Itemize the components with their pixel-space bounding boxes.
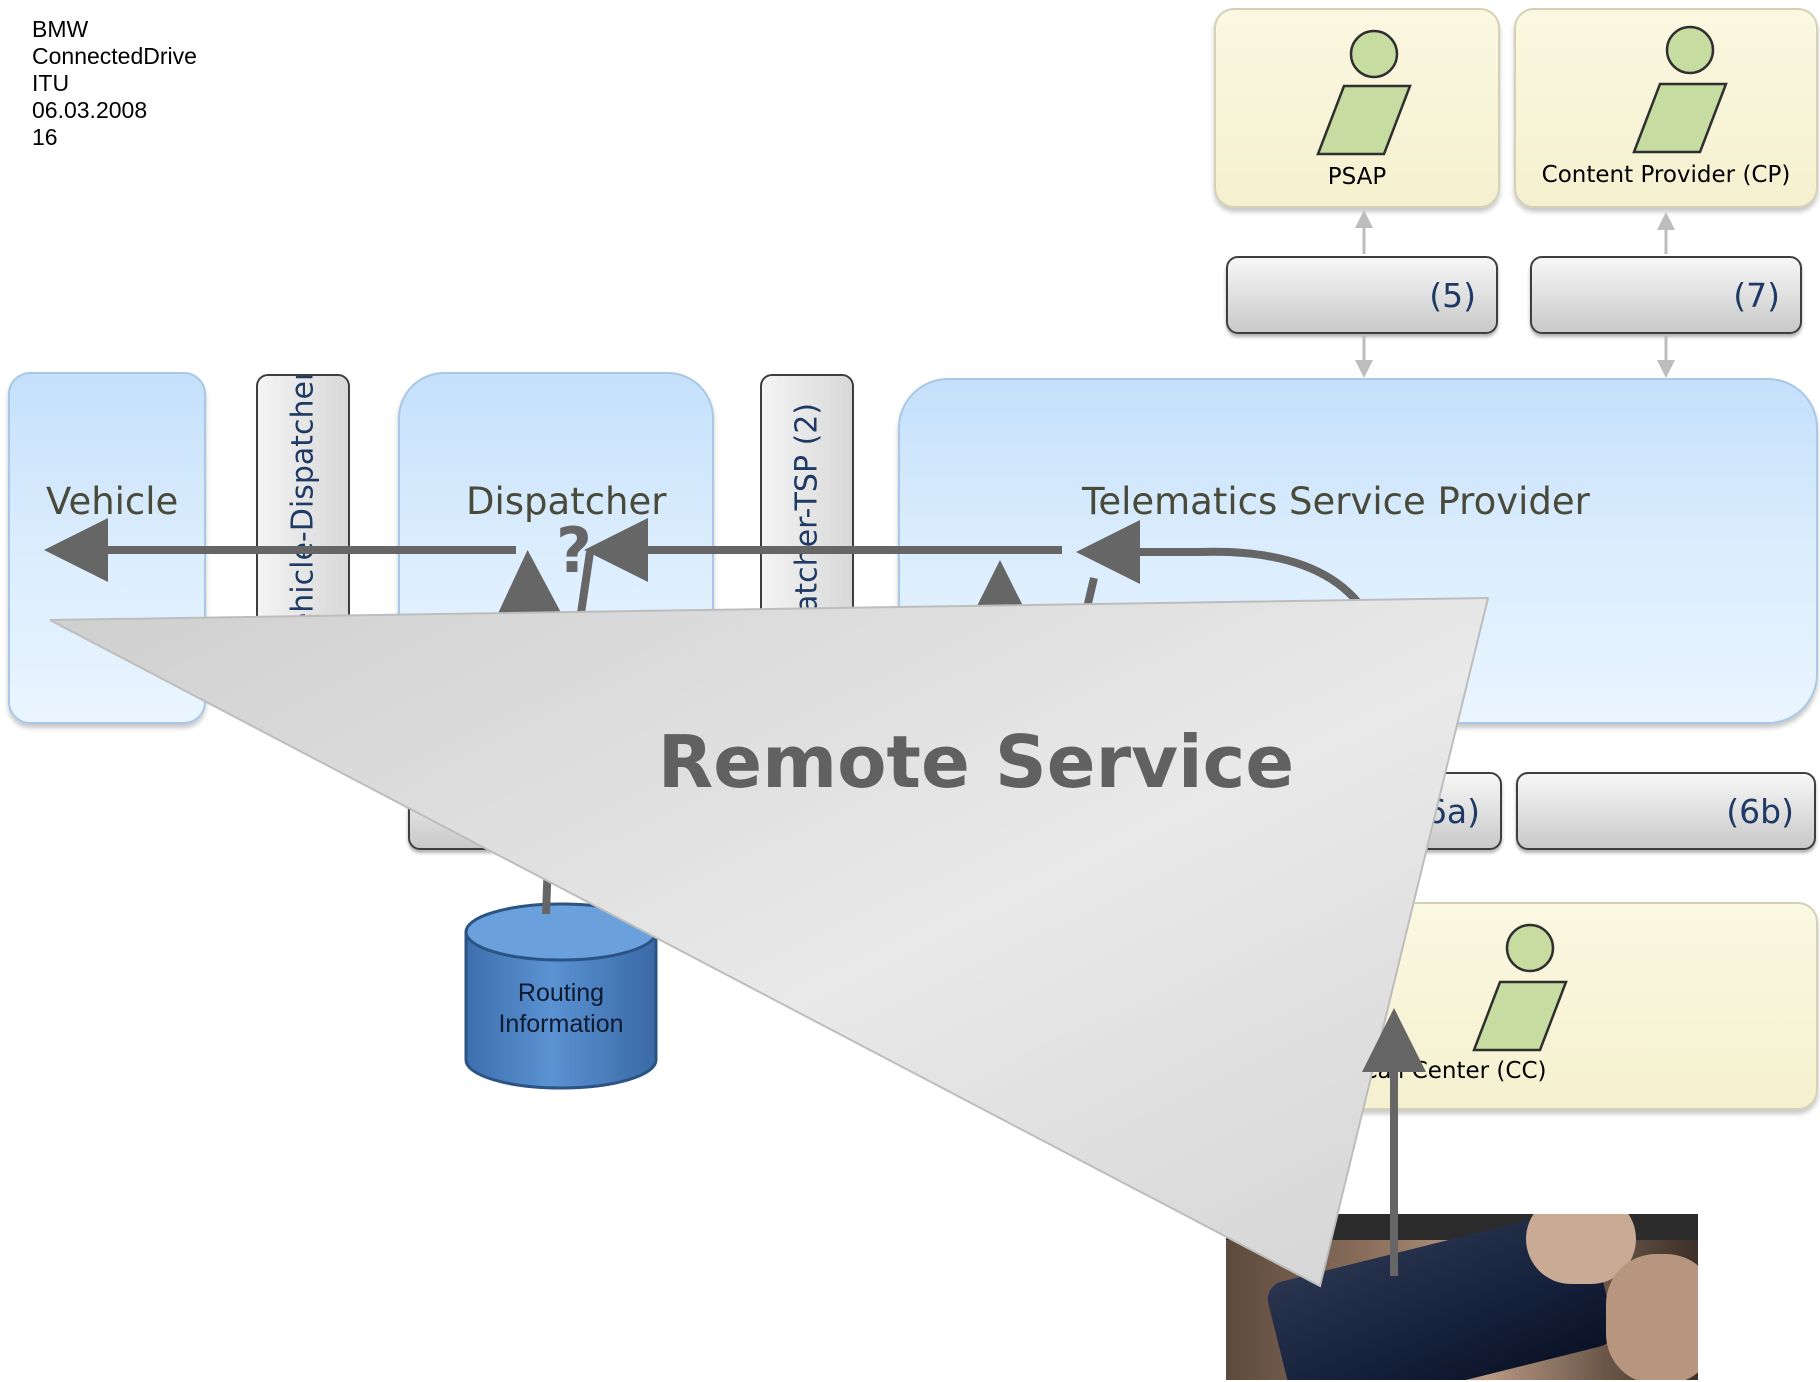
interface-call-center-b-label: (6b) bbox=[1726, 792, 1794, 831]
slide-metadata: BMW ConnectedDrive ITU 06.03.2008 16 bbox=[32, 16, 197, 151]
remote-service-title: Remote Service bbox=[657, 720, 1295, 804]
question-mark-icon: ? bbox=[556, 514, 592, 587]
tsp-title: Telematics Service Provider bbox=[1082, 480, 1590, 523]
meta-brand: BMW bbox=[32, 16, 89, 42]
database-label-line1: Routing bbox=[517, 979, 605, 1007]
routing-database: Routing Information bbox=[462, 896, 660, 1096]
interface-content-provider: (7) bbox=[1530, 256, 1802, 334]
meta-page-number: 16 bbox=[32, 124, 58, 150]
database-label-line2: Information bbox=[498, 1010, 624, 1038]
psap-label: PSAP bbox=[1327, 164, 1387, 190]
meta-organization: ITU bbox=[32, 70, 70, 96]
meta-date: 06.03.2008 bbox=[32, 97, 148, 123]
dispatcher-title: Dispatcher bbox=[466, 480, 667, 523]
interface-psap-label: (5) bbox=[1429, 276, 1476, 315]
remote-service-overlay-triangle bbox=[49, 596, 1490, 1288]
interface-psap: (5) bbox=[1226, 256, 1498, 334]
connector-dispatcher-slant bbox=[576, 551, 594, 621]
vehicle-title: Vehicle bbox=[46, 480, 179, 523]
call-center-person-icon bbox=[1472, 923, 1568, 1052]
psap-person-icon bbox=[1316, 29, 1412, 156]
phone-photo bbox=[1226, 1214, 1698, 1380]
database-cylinder bbox=[464, 902, 658, 1090]
interface-content-provider-label: (7) bbox=[1733, 276, 1780, 315]
content-provider-label: Content Provider (CP) bbox=[1541, 162, 1791, 188]
meta-product: ConnectedDrive bbox=[32, 43, 197, 69]
content-provider-person-icon bbox=[1632, 25, 1728, 154]
interface-call-center-b: (6b) bbox=[1516, 772, 1816, 850]
